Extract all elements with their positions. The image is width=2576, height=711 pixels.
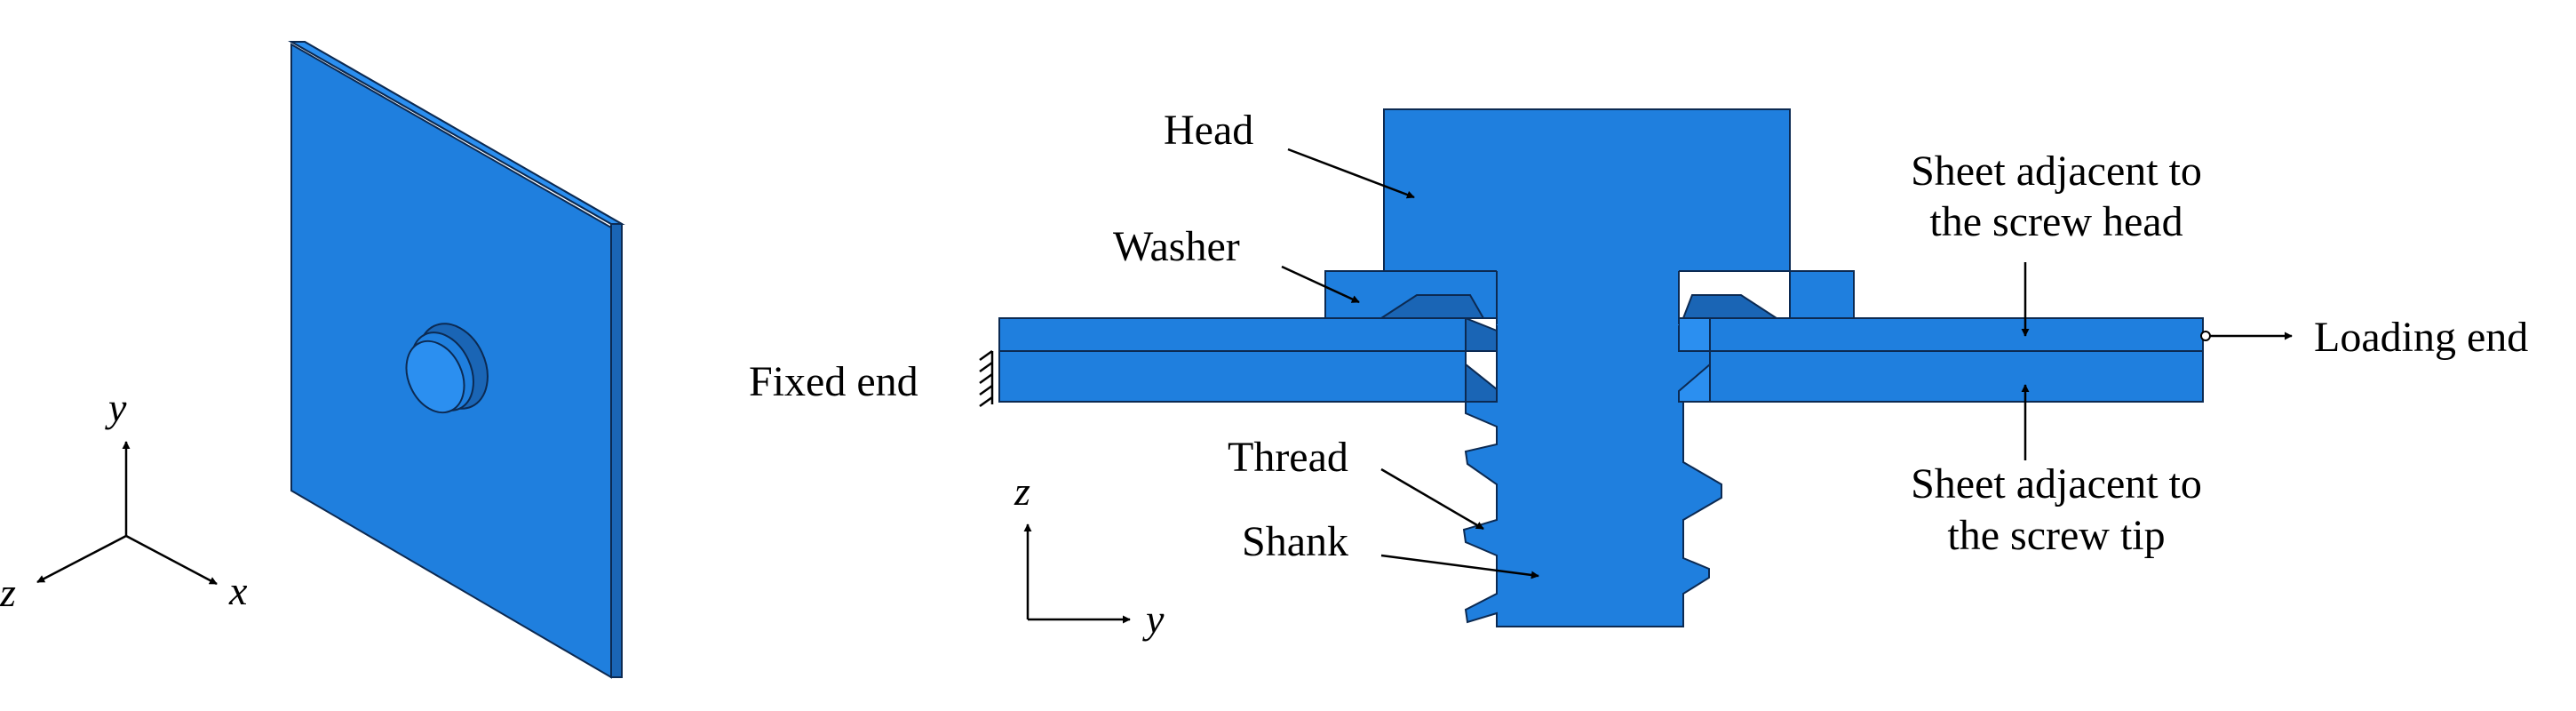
thread-label: Thread: [1228, 434, 1348, 481]
load-point: [2200, 331, 2211, 341]
screw-shank: [1462, 324, 1724, 627]
load-arrow: [2200, 331, 2293, 341]
hole-edge-right-bot: [1678, 362, 1711, 403]
plate-top-edge: [288, 41, 625, 225]
hole-edge-left-top: [1465, 316, 1498, 352]
sheet-head-right: [1709, 317, 2204, 352]
hole-edge-right-top: [1678, 317, 1711, 352]
labels: Head Washer Fixed end Thread Shank Sheet…: [749, 107, 2528, 565]
sheet-tip-left: [998, 350, 1467, 403]
washer-right: [1789, 270, 1855, 319]
sheet-head-left: [998, 317, 1467, 352]
fixed-support: [979, 349, 994, 408]
shank-label: Shank: [1242, 518, 1348, 565]
iso-axis-triad: y z x: [0, 385, 248, 615]
section-axis-triad: z y: [1014, 468, 1165, 642]
sheet-tip-label-2: the screw tip: [1947, 512, 2165, 559]
washer-label: Washer: [1113, 223, 1240, 270]
section-view: [998, 108, 2204, 627]
seal-left: [1378, 294, 1485, 319]
seal-right: [1682, 294, 1780, 319]
section-z-label: z: [1014, 468, 1030, 514]
fixed-end-label: Fixed end: [749, 358, 918, 405]
screw-head: [1383, 108, 1791, 272]
head-leader: [1287, 148, 1415, 199]
isometric-plate-view: [288, 41, 625, 679]
sheet-tip-label-1: Sheet adjacent to: [1911, 460, 2202, 507]
screw-head-face: [405, 340, 465, 414]
iso-z-label: z: [0, 570, 16, 615]
thread-leader: [1380, 467, 1484, 531]
iso-x-axis: [125, 534, 218, 586]
iso-z-axis: [36, 534, 127, 584]
sheet-head-label-2: the screw head: [1929, 198, 2182, 245]
hole-edge-left-bot: [1465, 362, 1498, 403]
shank-leader: [1380, 554, 1539, 579]
leader-lines: [1281, 148, 2030, 579]
iso-x-label: x: [228, 568, 248, 613]
iso-y-label: y: [105, 385, 127, 430]
sheet-head-label-1: Sheet adjacent to: [1911, 148, 2202, 195]
head-label: Head: [1164, 107, 1253, 154]
screw-neck: [1497, 270, 1679, 325]
section-y-label: y: [1142, 596, 1165, 642]
loading-end-label: Loading end: [2314, 314, 2528, 361]
sheet-tip-right: [1709, 350, 2204, 403]
washer-leader: [1281, 265, 1360, 304]
